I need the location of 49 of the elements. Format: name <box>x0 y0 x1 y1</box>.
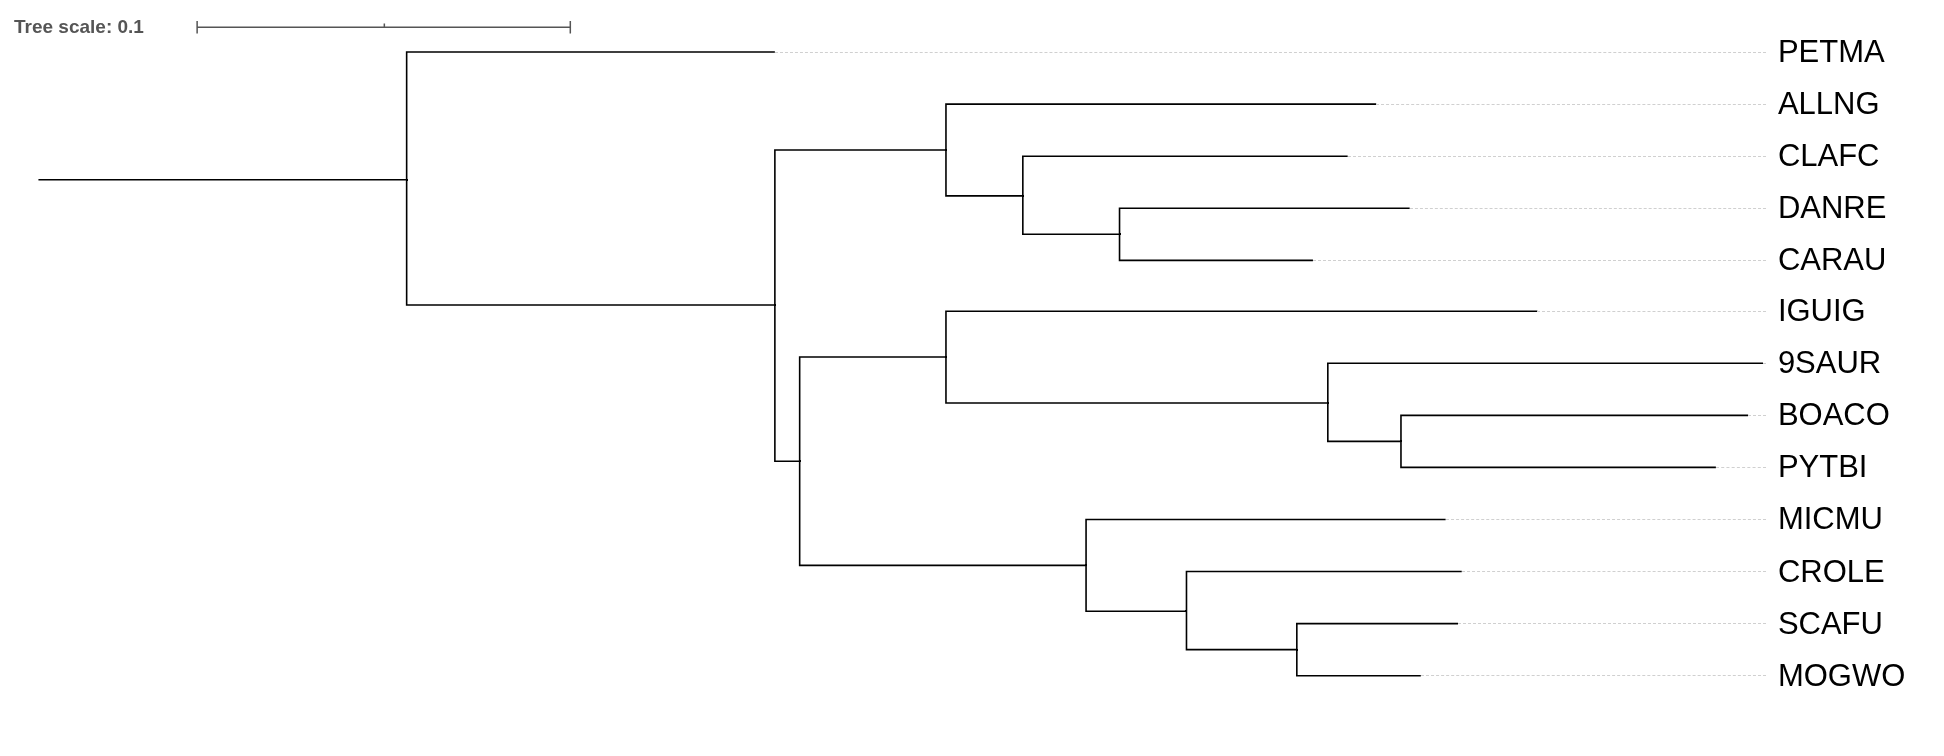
tree-branch <box>945 149 1024 197</box>
tree-branch <box>1118 233 1314 262</box>
tree-branch <box>1022 155 1349 197</box>
taxon-label: DANRE <box>1777 190 1888 227</box>
branch-point <box>1021 194 1024 197</box>
taxon-label: 9SAUR <box>1777 345 1883 382</box>
taxon-label: MICMU <box>1777 501 1884 538</box>
branch-point <box>1185 610 1188 613</box>
tree-branch <box>1085 564 1188 612</box>
tree-branch <box>1118 207 1411 236</box>
tree-branch <box>1022 195 1121 236</box>
tree-branch <box>1400 440 1717 469</box>
taxon-label: CLAFC <box>1777 138 1881 175</box>
tree-branch <box>1185 570 1463 612</box>
taxon-label: ALLNG <box>1777 86 1881 123</box>
branch-point <box>1399 440 1402 443</box>
tree-branch <box>798 460 1087 567</box>
branch-point <box>944 356 947 359</box>
tree-branch <box>405 51 776 181</box>
taxon-label: CARAU <box>1777 242 1888 279</box>
tree-branch <box>1185 610 1298 651</box>
taxon-label: SCAFU <box>1777 605 1884 642</box>
taxon-label: PYTBI <box>1777 449 1869 486</box>
taxon-label: MOGWO <box>1777 657 1907 694</box>
tree-branch <box>774 304 801 462</box>
tree-branch <box>945 310 1539 358</box>
tree-branch <box>1296 622 1459 651</box>
tree-branch <box>1327 362 1764 404</box>
taxon-label: IGUIG <box>1777 293 1867 330</box>
tree-branch <box>1327 402 1402 443</box>
branch-point <box>1085 564 1088 567</box>
scale-label: Tree scale: 0.1 <box>14 16 144 38</box>
tree-branch <box>945 356 1329 404</box>
tree-branch <box>1085 518 1447 567</box>
taxon-label: CROLE <box>1777 553 1886 590</box>
branch-point <box>1295 648 1298 651</box>
branch-point <box>1118 233 1121 236</box>
branch-point <box>798 460 801 463</box>
tree-branch <box>1296 648 1422 677</box>
taxon-label: BOACO <box>1777 397 1891 434</box>
tree-branch <box>774 149 947 306</box>
tree-branch <box>945 103 1377 151</box>
tree-branch <box>37 178 408 181</box>
tree-branch <box>405 178 776 306</box>
tree-branch <box>798 356 947 462</box>
taxon-label: PETMA <box>1777 34 1886 71</box>
tree-branch <box>1400 414 1749 443</box>
branch-point <box>405 178 408 181</box>
branch-point <box>1326 401 1329 404</box>
